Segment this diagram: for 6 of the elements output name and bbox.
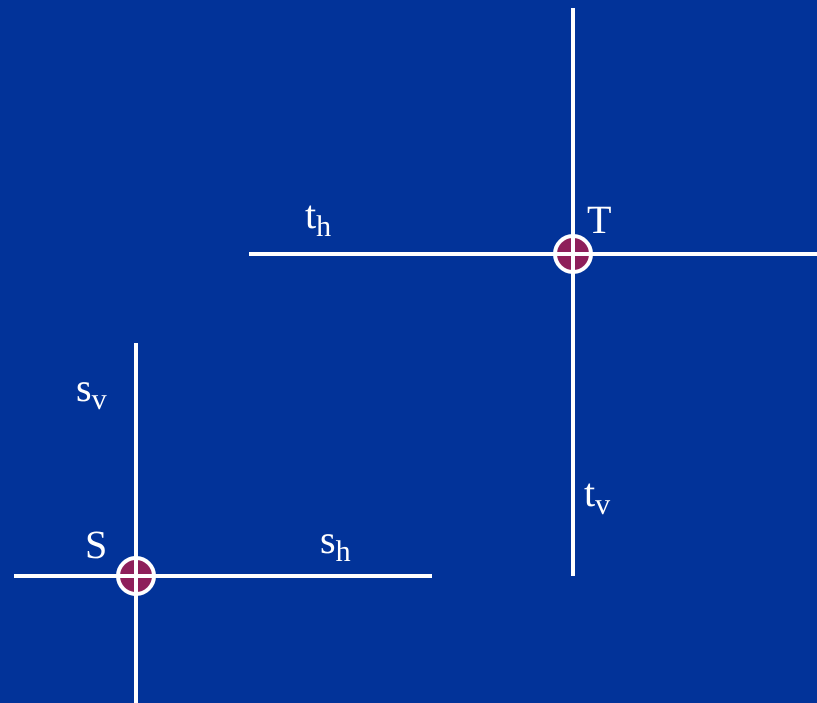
variable-label: s$_{v}$ — [76, 368, 107, 418]
variable-label: t$_{h}$ — [305, 195, 332, 245]
point-label: S — [85, 525, 108, 565]
variable-label: t$_{v}$ — [584, 473, 610, 523]
variable-label: s$_{h}$ — [320, 520, 351, 570]
point-label: T — [587, 200, 612, 240]
